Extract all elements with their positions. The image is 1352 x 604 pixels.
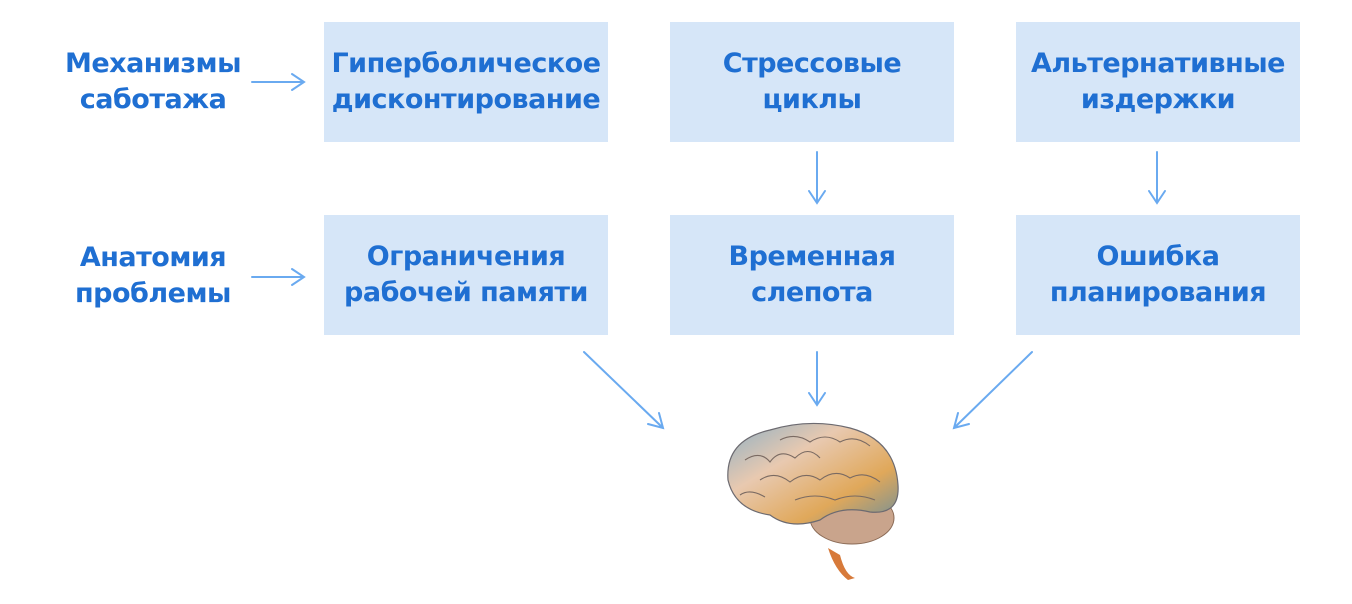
- row-label-mechanisms: Механизмы саботажа: [53, 46, 253, 118]
- box-text: Ошибка: [1096, 241, 1220, 272]
- box-text: издержки: [1080, 84, 1236, 115]
- arrow-right-icon: [251, 73, 306, 91]
- box-text: Гиперболическое: [331, 48, 601, 79]
- box-working-memory: Ограничения рабочей памяти: [324, 215, 608, 335]
- box-time-blindness: Временная слепота: [670, 215, 954, 335]
- arrow-down-icon: [808, 351, 826, 407]
- label-line: саботажа: [79, 84, 227, 115]
- box-text: Стрессовые: [722, 48, 902, 79]
- arrow-down-icon: [808, 151, 826, 205]
- box-planning-fallacy: Ошибка планирования: [1016, 215, 1300, 335]
- arrow-diagonal-icon: [583, 351, 665, 430]
- box-text: Альтернативные: [1031, 48, 1285, 79]
- box-stress-cycles: Стрессовые циклы: [670, 22, 954, 142]
- box-text: планирования: [1049, 277, 1267, 308]
- box-text: циклы: [762, 84, 862, 115]
- arrow-diagonal-icon: [952, 351, 1033, 430]
- arrow-right-icon: [251, 268, 306, 286]
- box-text: слепота: [751, 277, 873, 308]
- label-line: Механизмы: [64, 48, 242, 79]
- box-hyperbolic-discounting: Гиперболическое дисконтирование: [324, 22, 608, 142]
- box-text: рабочей памяти: [344, 277, 588, 308]
- label-line: проблемы: [75, 278, 231, 309]
- label-line: Анатомия: [79, 242, 227, 273]
- box-opportunity-costs: Альтернативные издержки: [1016, 22, 1300, 142]
- box-text: Временная: [728, 241, 896, 272]
- row-label-anatomy: Анатомия проблемы: [53, 240, 253, 312]
- box-text: дисконтирование: [331, 84, 601, 115]
- box-text: Ограничения: [366, 241, 566, 272]
- arrow-down-icon: [1148, 151, 1166, 205]
